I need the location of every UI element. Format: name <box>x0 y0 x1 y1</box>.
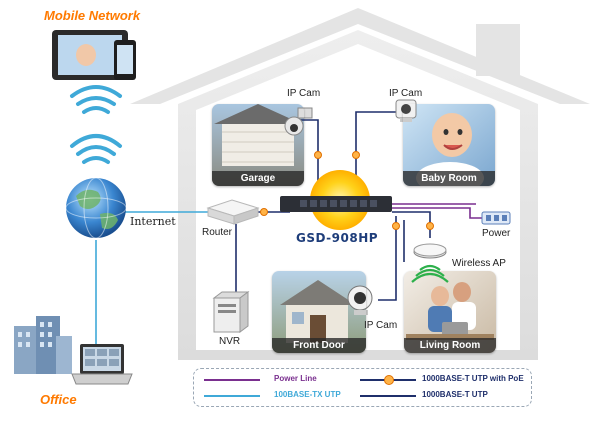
garage-room-image <box>212 104 304 186</box>
living-room-image <box>404 271 496 353</box>
link-power <box>392 207 482 219</box>
office-label: Office <box>40 392 77 407</box>
switch-model-label: GSD-908HP <box>296 231 379 245</box>
internet-label: Internet <box>130 215 176 228</box>
ip-cam-garage-label: IP Cam <box>287 88 321 99</box>
front-ip-cam-icon <box>347 285 373 315</box>
internet-globe-icon <box>65 177 127 239</box>
wireless-ap-label: Wireless AP <box>452 258 506 269</box>
garage-caption: Garage <box>212 171 304 186</box>
wifi-signal-mobile-icon <box>70 85 122 114</box>
garage-ip-cam-icon <box>284 107 313 136</box>
front-door-caption: Front Door <box>272 338 366 353</box>
power-icon <box>481 211 511 225</box>
legend-power-line-swatch <box>204 379 260 381</box>
link-switch-baby-cam <box>355 111 398 185</box>
baby-ip-cam-icon <box>395 99 417 122</box>
mobile-devices-icon <box>52 30 136 80</box>
wifi-signal-globe-icon <box>70 134 122 164</box>
legend-gig-utp: 1000BASE-T UTP <box>422 390 488 399</box>
link-switch-garage-cam <box>300 119 319 195</box>
switch-device <box>280 170 392 230</box>
router-label: Router <box>202 227 233 238</box>
office-building-icon <box>14 316 72 374</box>
front-door-room: Front Door <box>272 271 366 353</box>
living-room: Living Room <box>404 271 496 353</box>
baby-room: Baby Room <box>403 104 495 186</box>
wireless-ap-icon <box>411 243 449 283</box>
nvr-label: NVR <box>219 336 241 347</box>
router-icon <box>206 199 260 225</box>
garage-room: Garage <box>212 104 304 186</box>
legend-power-line: Power Line <box>274 374 317 383</box>
legend: Power Line 1000BASE-T UTP with PoE 100BA… <box>193 368 532 407</box>
ip-cam-baby-label: IP Cam <box>389 88 423 99</box>
living-room-caption: Living Room <box>404 338 496 353</box>
baby-room-image <box>403 104 495 194</box>
laptop-icon <box>71 344 133 385</box>
link-switch-front-cam <box>378 216 397 301</box>
legend-fast-utp-swatch <box>204 395 260 397</box>
legend-gig-utp-swatch <box>360 395 416 397</box>
mobile-network-label: Mobile Network <box>44 8 141 23</box>
ip-cam-front-label: IP Cam <box>364 320 398 331</box>
front-door-image <box>272 271 366 353</box>
power-label: Power <box>482 228 511 239</box>
legend-poe-marker <box>384 375 394 385</box>
poe-markers <box>260 151 434 230</box>
baby-room-caption: Baby Room <box>403 171 495 186</box>
legend-fast-utp: 100BASE-TX UTP <box>274 390 341 399</box>
nvr-icon <box>212 291 250 333</box>
legend-poe-utp: 1000BASE-T UTP with PoE <box>422 374 524 383</box>
